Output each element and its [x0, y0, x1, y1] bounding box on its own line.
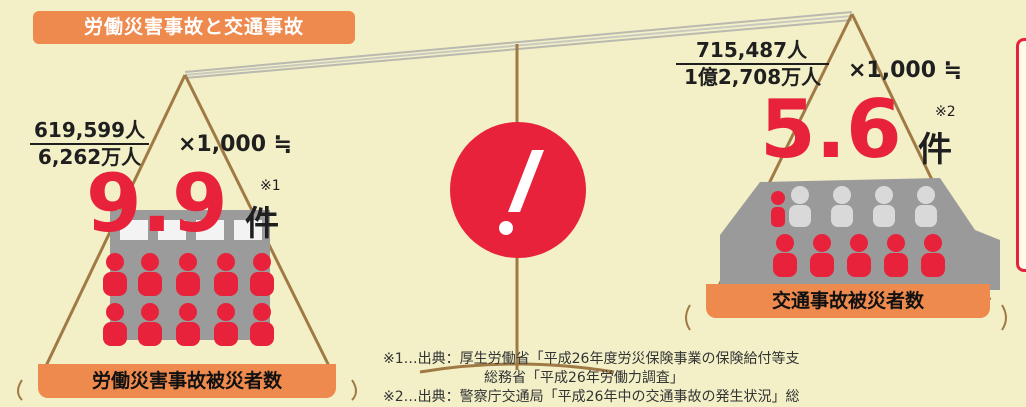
- left-formula: 619,599人 6,262万人: [30, 118, 150, 169]
- right-multiplier: ×1,000 ≒: [848, 58, 963, 83]
- right-label: 交通事故被災者数: [706, 284, 990, 318]
- right-denominator: 1億2,708万人: [683, 65, 822, 89]
- right-rate-value: 5.6: [760, 83, 902, 176]
- left-label: 労働災害事故被災者数: [38, 364, 336, 398]
- source-line-2: 総務省「平成26年労働力調査」: [484, 370, 684, 386]
- left-numerator: 619,599人: [30, 118, 150, 145]
- right-formula: 715,487人 1億2,708万人: [676, 38, 830, 89]
- source-line-3: ※2…出典：警察庁交通局「平成26年中の交通事故の発生状況」総: [383, 389, 800, 405]
- right-note-mark: ※2: [935, 104, 956, 120]
- left-note-mark: ※1: [260, 178, 281, 194]
- right-unit: 件: [918, 130, 952, 170]
- left-multiplier: ×1,000 ≒: [178, 132, 293, 157]
- section-title: 労働災害事故と交通事故: [33, 11, 355, 44]
- exclamation-icon: [450, 122, 586, 258]
- left-unit: 件: [245, 204, 279, 244]
- left-denominator: 6,262万人: [37, 145, 142, 169]
- left-rate-value: 9.9: [86, 157, 228, 250]
- side-note-box: [1016, 38, 1026, 272]
- right-numerator: 715,487人: [676, 38, 830, 65]
- source-line-1: ※1…出典：厚生労働省「平成26年度労災保険事業の保険給付等支: [383, 351, 800, 367]
